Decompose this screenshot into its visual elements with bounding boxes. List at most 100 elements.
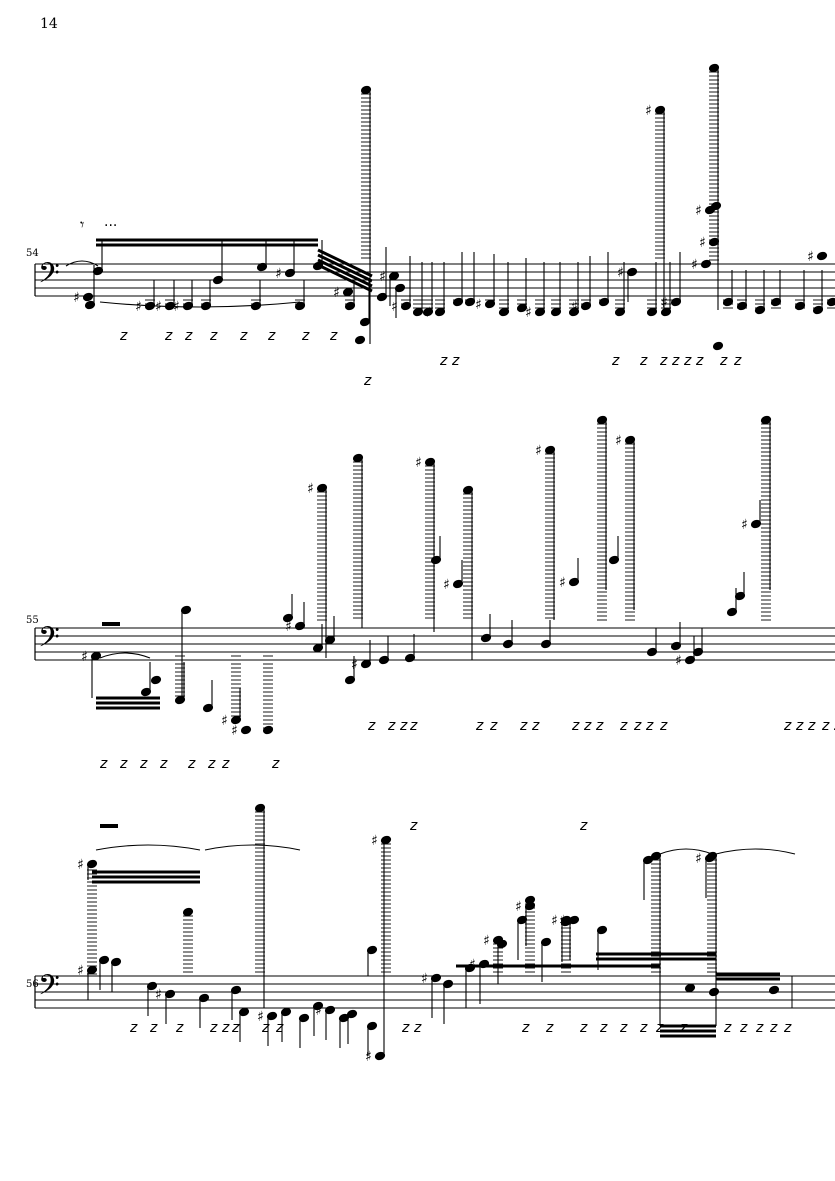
music-system: 𝄢𝄾···♯♯♯♯♯zzzzzzzz♯z♯♯♯♯♯♯♯♯zzzzzzzzzz♯♯… (34, 63, 835, 389)
rest-icon: z (159, 756, 168, 772)
notehead (544, 445, 556, 455)
rest-icon: z (261, 1020, 270, 1036)
measure-number: 55 (26, 615, 39, 626)
beam (317, 248, 373, 278)
notehead (240, 725, 252, 735)
sharp-icon: ♯ (415, 455, 422, 471)
notehead (560, 915, 572, 925)
rest-icon: z (531, 718, 540, 734)
page-number: 14 (40, 16, 58, 32)
bass-clef-icon: 𝄢 (38, 621, 60, 661)
sharp-icon: ♯ (699, 235, 706, 251)
rest-icon: z (599, 1020, 608, 1036)
sharp-icon: ♯ (285, 619, 292, 635)
rest-icon: z (723, 1020, 732, 1036)
sharp-icon: ♯ (559, 575, 566, 591)
tie (715, 848, 796, 855)
sharp-icon: ♯ (571, 299, 578, 315)
rest-icon: z (639, 353, 648, 369)
rest-icon: z (619, 718, 628, 734)
sharp-icon: ♯ (525, 305, 532, 321)
rest-icon: z (99, 756, 108, 772)
notehead (700, 259, 712, 269)
rest-icon: z (184, 328, 193, 344)
sharp-icon: ♯ (425, 305, 432, 321)
sharp-icon: ♯ (675, 653, 682, 669)
rest-icon: z (175, 1020, 184, 1036)
rest-icon: z (783, 1020, 792, 1036)
rest-icon: z (401, 1020, 410, 1036)
sharp-icon: ♯ (275, 266, 282, 282)
rest-icon: z (119, 328, 128, 344)
sharp-icon: ♯ (483, 933, 490, 949)
sharp-icon: ♯ (81, 649, 88, 665)
rest-icon: z (139, 756, 148, 772)
notehead (712, 341, 724, 351)
rest-icon: z (267, 328, 276, 344)
rest-icon: z (149, 1020, 158, 1036)
rest-icon: z (639, 1020, 648, 1036)
sharp-icon: ♯ (617, 265, 624, 281)
rest-icon: z (387, 718, 396, 734)
rest-icon: z (239, 328, 248, 344)
bass-clef-icon: 𝄢 (38, 969, 60, 1009)
sharp-icon: ♯ (77, 857, 84, 873)
rest-icon: z (645, 718, 654, 734)
sharp-icon: ♯ (379, 269, 386, 285)
rest-icon: z (611, 353, 620, 369)
rest-icon: z (579, 818, 588, 834)
sharp-icon: ♯ (615, 433, 622, 449)
notehead (462, 485, 474, 495)
sharp-icon: ♯ (315, 1003, 322, 1019)
sharp-icon: ♯ (475, 297, 482, 313)
rest-icon: z (413, 1020, 422, 1036)
rest-icon: z (683, 353, 692, 369)
sharp-icon: ♯ (391, 299, 398, 315)
rest-icon: z (439, 353, 448, 369)
tie (204, 844, 301, 851)
notehead (816, 251, 828, 261)
rest-icon: z (275, 1020, 284, 1036)
sharp-icon: ♯ (551, 913, 558, 929)
notehead (360, 85, 372, 95)
sharp-icon: ♯ (77, 963, 84, 979)
sharp-icon: ♯ (421, 971, 428, 987)
whole-rest-icon (100, 824, 118, 828)
measure-number: 56 (26, 979, 39, 990)
rest-icon: z (231, 1020, 240, 1036)
notehead (380, 835, 392, 845)
rest-icon: z (679, 1020, 688, 1036)
beam (317, 253, 373, 283)
rest-icon: z (833, 718, 835, 734)
rest-icon: z (399, 718, 408, 734)
measure-number: 54 (26, 248, 39, 259)
rest-icon: z (209, 328, 218, 344)
rest-icon: z (769, 1020, 778, 1036)
rest-icon: z (795, 718, 804, 734)
notehead (826, 297, 835, 307)
notehead (262, 725, 274, 735)
bass-clef-icon: 𝄢 (38, 257, 60, 297)
notehead (596, 415, 608, 425)
whole-rest-icon (102, 622, 120, 626)
rest-icon: z (695, 353, 704, 369)
beam (317, 263, 373, 293)
rest-icon: z (164, 328, 173, 344)
sharp-icon: ♯ (231, 723, 238, 739)
sharp-icon: ♯ (155, 299, 162, 315)
rest-icon: z (571, 718, 580, 734)
rest-icon: z (519, 718, 528, 734)
rest-icon: z (521, 1020, 530, 1036)
rest-icon: z (207, 756, 216, 772)
tie (99, 652, 151, 659)
sharp-icon: ♯ (365, 1049, 372, 1065)
rest-icon: z (221, 1020, 230, 1036)
notehead (254, 803, 266, 813)
rest-icon: z (489, 718, 498, 734)
rest-icon: z (733, 353, 742, 369)
rest-icon: z (475, 718, 484, 734)
sharp-icon: ♯ (257, 1009, 264, 1025)
rest-icon: z (655, 1020, 664, 1036)
